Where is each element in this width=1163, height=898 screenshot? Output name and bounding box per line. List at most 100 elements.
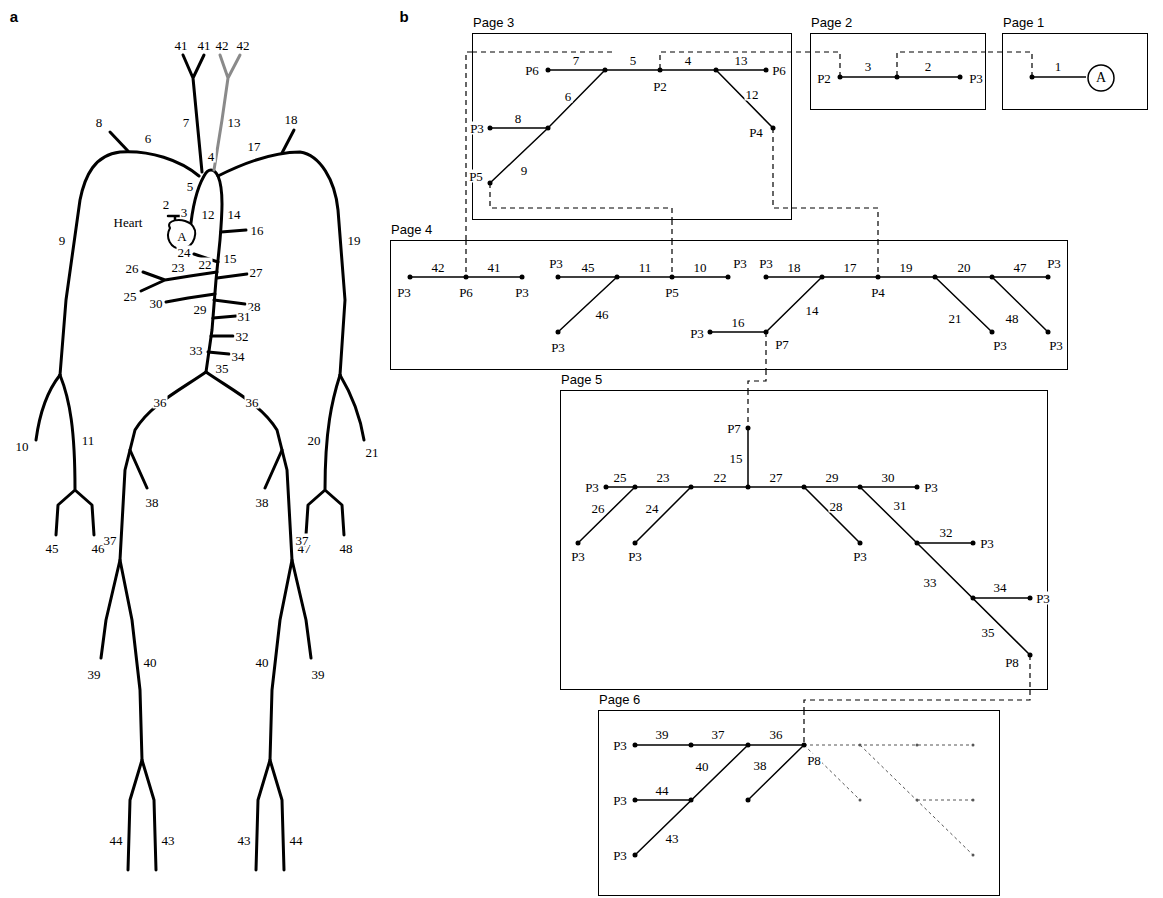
callout-number: 25 [613, 471, 628, 484]
callout-number: 27 [249, 266, 264, 279]
callout-number: 44 [109, 834, 124, 847]
callout-number: 48 [1005, 312, 1020, 325]
callout-number: 9 [520, 164, 529, 177]
page-box: Page 2 [810, 33, 986, 110]
callout-number: P3 [514, 286, 530, 299]
callout-number: 33 [189, 344, 204, 357]
callout-number: P3 [550, 341, 566, 354]
callout-number: 37 [711, 728, 726, 741]
callout-number: 35 [981, 626, 996, 639]
callout-number: 44 [655, 784, 670, 797]
panel-letter: a [9, 8, 19, 25]
page-title: Page 1 [1003, 15, 1044, 30]
callout-number: P3 [396, 286, 412, 299]
callout-number: 39 [655, 728, 670, 741]
callout-number: 40 [255, 656, 270, 669]
callout-number: P3 [570, 550, 586, 563]
callout-number: 39 [87, 668, 102, 681]
callout-number: 36 [245, 396, 260, 409]
callout-number: 41 [487, 261, 502, 274]
callout-number: 19 [347, 234, 362, 247]
callout-number: P3 [627, 550, 643, 563]
page-title: Page 6 [599, 692, 640, 707]
callout-number: 15 [223, 252, 238, 265]
callout-number: P3 [1048, 339, 1064, 352]
callout-number: 24 [645, 502, 660, 515]
callout-number: 35 [215, 362, 230, 375]
callout-number: 13 [227, 116, 242, 129]
callout-number: 21 [948, 312, 963, 325]
callout-number: P2 [816, 72, 832, 85]
callout-number: 17 [247, 140, 262, 153]
page-connector [986, 51, 1002, 52]
callout-number: 19 [899, 261, 914, 274]
callout-number: 38 [753, 759, 768, 772]
callout-number: 3 [864, 60, 873, 73]
callout-number: 22 [713, 471, 728, 484]
callout-number: 12 [745, 88, 760, 101]
callout-number: Heart [113, 216, 144, 229]
panel-letter: b [398, 8, 409, 25]
callout-number: 9 [58, 234, 67, 247]
callout-number: 28 [829, 500, 844, 513]
callout-number: P4 [870, 286, 886, 299]
callout-number: 36 [153, 396, 168, 409]
callout-number: P3 [612, 794, 628, 807]
callout-number: 38 [145, 496, 160, 509]
callout-number: 18 [787, 261, 802, 274]
callout-number: P6 [458, 286, 474, 299]
callout-number: P3 [992, 339, 1008, 352]
callout-number: 27 [769, 471, 784, 484]
callout-number: 7 [182, 116, 191, 129]
callout-number: P3 [979, 537, 995, 550]
callout-number: 18 [284, 113, 299, 126]
callout-number: 16 [250, 224, 265, 237]
callout-number: 29 [825, 471, 840, 484]
callout-number: 21 [365, 446, 380, 459]
carotid-vessel [214, 55, 240, 170]
callout-number: P5 [468, 170, 484, 183]
callout-number: 31 [893, 499, 908, 512]
callout-number: 34 [993, 581, 1008, 594]
callout-number: 15 [729, 452, 744, 465]
callout-number: 40 [695, 760, 710, 773]
callout-number: 10 [15, 440, 30, 453]
callout-number: 43 [237, 834, 252, 847]
callout-number: 37 [103, 534, 118, 547]
callout-number: P2 [652, 80, 668, 93]
callout-number: 34 [231, 350, 246, 363]
callout-number: P3 [1035, 592, 1051, 605]
callout-number: P3 [968, 72, 984, 85]
callout-number: 45 [45, 542, 60, 555]
callout-number: 32 [235, 330, 250, 343]
callout-number: 12 [201, 208, 216, 221]
callout-number: 1 [1054, 60, 1063, 73]
callout-number: 20 [957, 261, 972, 274]
callout-number: 5 [629, 54, 638, 67]
callout-number: P3 [612, 849, 628, 862]
node-letter: A [1096, 70, 1106, 86]
callout-number: 23 [171, 261, 186, 274]
callout-number: 42 [431, 261, 446, 274]
callout-number: 29 [193, 303, 208, 316]
callout-number: P3 [758, 257, 774, 270]
callout-number: 48 [339, 542, 354, 555]
page-connector [792, 208, 878, 240]
node-circle: A [1087, 64, 1115, 92]
callout-number: 41 [174, 39, 189, 52]
callout-number: P3 [923, 481, 939, 494]
callout-number: 39 [311, 668, 326, 681]
callout-number: P3 [1046, 257, 1062, 270]
callout-number: 24 [177, 246, 192, 259]
callout-number: 11 [638, 261, 653, 274]
callout-number: P8 [1004, 656, 1020, 669]
callout-number: 16 [731, 316, 746, 329]
callout-number: P3 [852, 550, 868, 563]
callout-number: 11 [81, 434, 96, 447]
callout-number: 38 [255, 496, 270, 509]
callout-number: 45 [581, 261, 596, 274]
page-box: Page 5 [560, 390, 1048, 690]
callout-number: 47 [1013, 261, 1028, 274]
callout-number: 22 [198, 258, 213, 271]
callout-number: 7 [572, 54, 581, 67]
